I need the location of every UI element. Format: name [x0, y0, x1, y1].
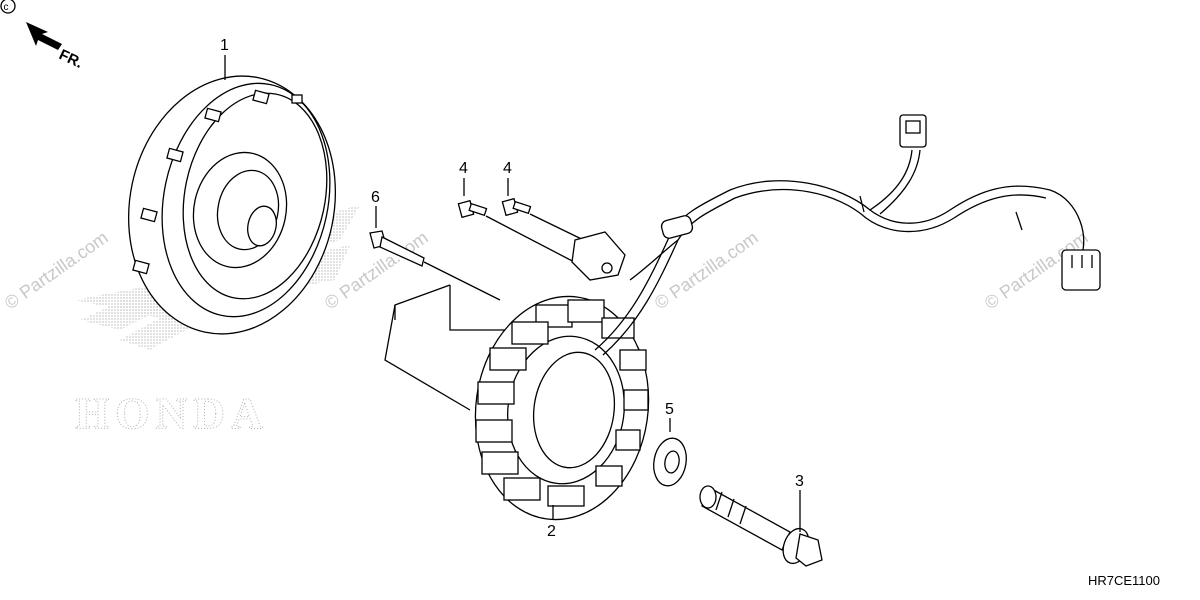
- front-arrow-icon: [26, 22, 62, 50]
- callout-6: 6: [371, 189, 380, 206]
- bolt-long: [369, 230, 501, 301]
- wire-harness: [594, 114, 1101, 356]
- callout-1: 1: [220, 37, 229, 54]
- bolt-short-a: [457, 199, 581, 266]
- diagram-code: HR7CE1100: [1087, 573, 1160, 588]
- callout-5: 5: [665, 401, 674, 418]
- flywheel-rotor: [127, 75, 337, 335]
- callout-3: 3: [795, 473, 804, 490]
- svg-text:c: c: [4, 2, 9, 13]
- callout-2: 2: [547, 523, 556, 540]
- pulse-sensor: [571, 231, 626, 281]
- flange-bolt: [699, 485, 823, 567]
- washer: [653, 437, 687, 487]
- copyright-icon: c: [0, 0, 16, 14]
- front-label: FR.: [56, 46, 85, 72]
- callout-4a: 4: [459, 160, 468, 177]
- honda-logo-text: HONDA: [75, 389, 269, 438]
- callout-4b: 4: [503, 160, 512, 177]
- assembly-lines: [384, 284, 505, 411]
